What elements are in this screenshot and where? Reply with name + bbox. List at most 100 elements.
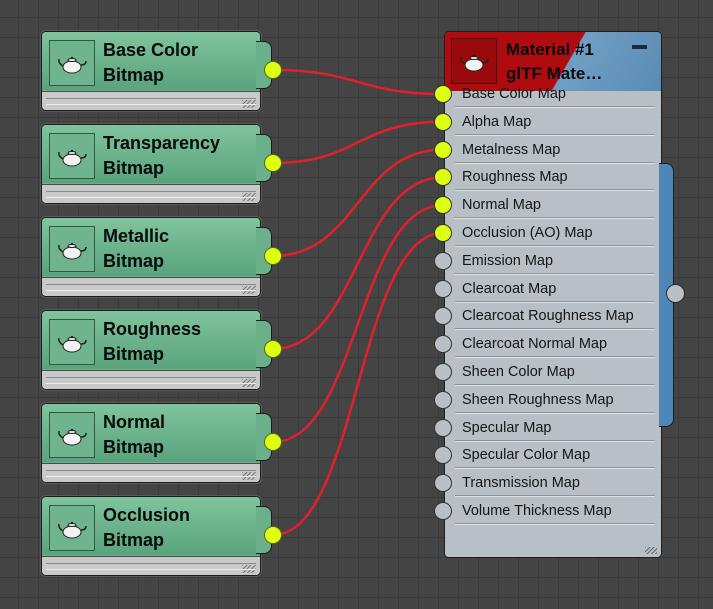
bitmap-node-type: Bitmap [103,158,165,178]
resize-grip-icon[interactable] [645,547,657,554]
material-slot[interactable]: Clearcoat Roughness Map [445,303,661,331]
material-input-socket[interactable] [434,140,452,159]
material-output-socket[interactable] [666,284,685,303]
material-input-socket[interactable] [434,446,452,465]
material-input-socket[interactable] [434,335,452,354]
material-input-socket[interactable] [434,390,452,409]
bitmap-node-footer [42,370,260,389]
bitmap-node-footer [42,277,260,296]
material-slot[interactable]: Specular Color Map [445,442,661,470]
resize-grip-icon[interactable] [242,100,256,108]
material-slot[interactable]: Metalness Map [445,137,661,165]
connection-wire[interactable] [272,203,444,444]
material-slot[interactable]: Sheen Color Map [445,359,661,387]
material-slot-label: Base Color Map [462,86,566,102]
bitmap-output-socket[interactable] [264,340,282,358]
material-input-socket[interactable] [434,168,452,187]
bitmap-node-footer [42,463,260,482]
bitmap-output-socket[interactable] [264,154,282,172]
material-slot[interactable]: Transmission Map [445,470,661,498]
bitmap-output-socket[interactable] [264,526,282,544]
resize-grip-icon[interactable] [242,565,256,573]
bitmap-output-socket[interactable] [264,433,282,451]
teapot-icon [58,428,87,446]
connection-wire[interactable] [272,120,444,165]
material-input-socket[interactable] [434,502,452,520]
material-input-socket[interactable] [434,112,452,131]
material-input-socket[interactable] [434,251,452,270]
bitmap-node-title: Roughness [103,319,202,339]
material-slot[interactable]: Clearcoat Normal Map [445,331,661,359]
material-input-socket[interactable] [434,363,452,381]
material-slot-label: Sheen Color Map [462,364,575,380]
material-input-socket[interactable] [434,474,452,493]
material-input-socket[interactable] [434,196,452,215]
material-slot-label: Clearcoat Roughness Map [462,308,634,325]
bitmap-node-title: Occlusion [103,505,191,525]
bitmap-node-footer [42,91,260,110]
resize-grip-icon[interactable] [242,472,256,480]
bitmap-thumbnail [49,412,95,458]
material-input-socket[interactable] [434,224,452,242]
connection-wire[interactable] [272,231,444,537]
material-slot[interactable]: Specular Map [445,415,661,443]
material-slot[interactable]: Volume Thickness Map [445,498,661,526]
material-input-socket[interactable] [434,418,452,437]
bitmap-node-title: Normal [103,412,166,432]
bitmap-node-title: Metallic [103,226,170,246]
bitmap-node-title: Transparency [103,133,221,153]
material-slot[interactable]: Normal Map [445,192,661,220]
teapot-icon [58,242,87,260]
teapot-icon [58,521,87,539]
material-slot[interactable]: Roughness Map [445,164,661,192]
resize-grip-icon[interactable] [242,193,256,201]
bitmap-output-socket[interactable] [264,61,282,79]
material-slot[interactable]: Sheen Roughness Map [445,387,661,415]
material-slot-label: Specular Map [462,419,552,436]
bitmap-node-type: Bitmap [103,437,165,457]
connection-wire[interactable] [272,176,444,351]
material-slot-label: Emission Map [462,252,554,269]
material-thumbnail [451,38,497,84]
bitmap-output-socket[interactable] [264,247,282,265]
material-slot[interactable]: Emission Map [445,248,661,276]
bitmap-thumbnail [49,319,95,365]
material-slot[interactable]: Base Color Map [445,81,661,109]
material-slot-label: Occlusion (AO) Map [462,225,593,241]
collapse-button[interactable] [632,45,647,49]
connection-wire[interactable] [272,68,444,96]
resize-grip-icon[interactable] [242,379,256,387]
material-node-header[interactable]: Material #1 glTF Mate… [445,32,661,91]
material-slot-label: Normal Map [462,197,541,214]
bitmap-thumbnail [49,133,95,179]
material-input-socket[interactable] [434,279,452,298]
material-slot-label: Sheen Roughness Map [462,391,614,408]
bitmap-node-title: Base Color [103,40,199,60]
material-slot[interactable]: Occlusion (AO) Map [445,220,661,248]
resize-grip-icon[interactable] [242,286,256,294]
teapot-icon [58,56,87,74]
bitmap-node-type: Bitmap [103,65,165,85]
material-input-socket[interactable] [434,307,452,326]
material-slot-label: Transmission Map [462,475,580,492]
material-slot[interactable]: Alpha Map [445,109,661,137]
material-node-footer [445,545,661,557]
material-input-socket[interactable] [434,85,452,103]
teapot-icon [58,335,87,353]
connection-wire[interactable] [272,148,444,258]
material-slot[interactable]: Clearcoat Map [445,276,661,304]
